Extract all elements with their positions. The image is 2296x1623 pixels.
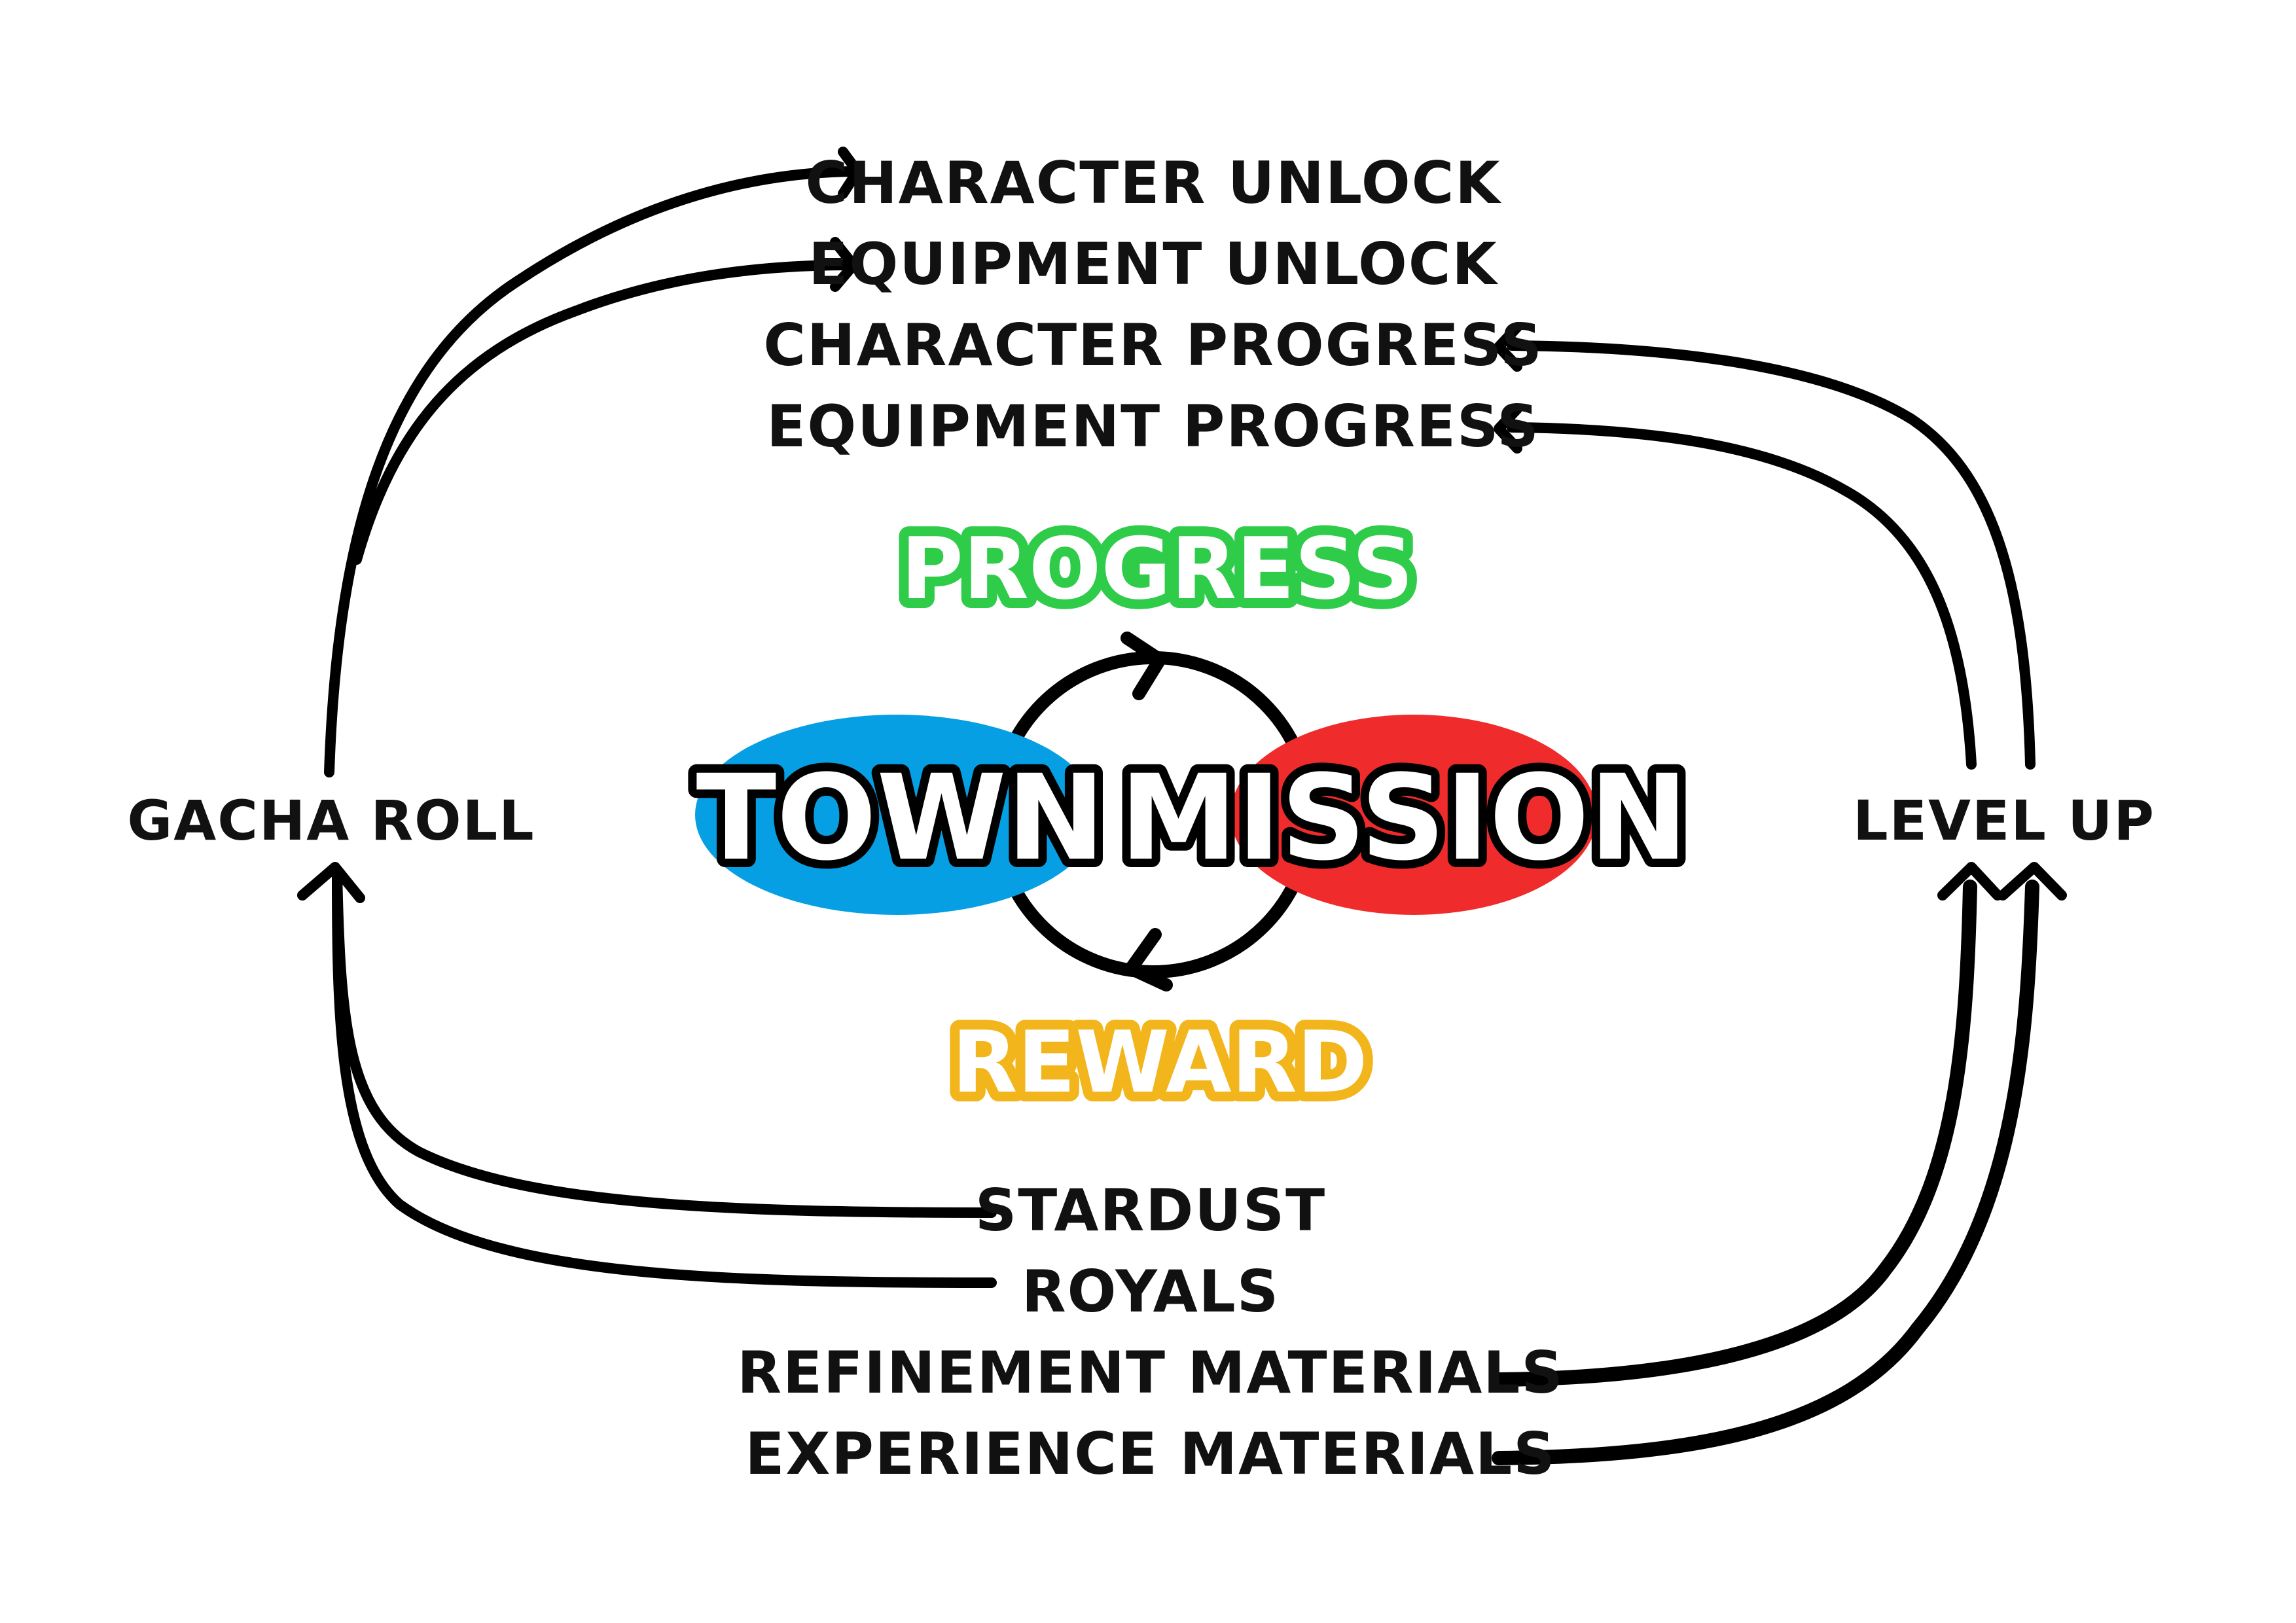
town-label: TOWN (696, 750, 1105, 887)
arrow-royals-to-gacha (332, 872, 997, 1288)
reward-item: ROYALS (1022, 1258, 1280, 1325)
arrow-refinement-to-levelup (1492, 880, 1977, 1387)
core-loop: TOWN MISSION PROGRESS REWARD (688, 509, 1696, 1122)
outcome-item: CHARACTER UNLOCK (806, 149, 1502, 217)
mission-label: MISSION (1120, 750, 1688, 887)
arrow-gacha-to-character-unlock (324, 166, 856, 777)
level-up-label: LEVEL UP (1853, 789, 2155, 853)
reward-item: EXPERIENCE MATERIALS (745, 1420, 1556, 1488)
flow-arrows (297, 147, 2067, 1465)
arrowhead-levelup-left (1937, 862, 2003, 901)
loop-arrowhead-top (1121, 632, 1166, 700)
reward-item: REFINEMENT MATERIALS (737, 1339, 1564, 1406)
arrowhead-character-progress (1494, 322, 1522, 372)
outcomes-list: CHARACTER UNLOCK EQUIPMENT UNLOCK CHARAC… (763, 149, 1543, 460)
arrowhead-equipment-unlock (830, 237, 859, 292)
town-ellipse (695, 715, 1098, 915)
arrow-gacha-to-equipment-unlock (351, 260, 856, 565)
arrowhead-character-unlock (838, 147, 863, 199)
arrowhead-equipment-progress (1494, 404, 1522, 454)
loop-arrowhead-bottom (1124, 928, 1173, 991)
progress-label: PROGRESS (901, 519, 1414, 618)
mission-ellipse (1230, 715, 1597, 915)
arrow-stardust-to-gacha (332, 868, 997, 1218)
outcome-item: EQUIPMENT PROGRESS (766, 393, 1540, 460)
arrow-levelup-to-equipment-progress (1507, 422, 1977, 770)
arrow-experience-to-levelup (1492, 880, 2039, 1465)
arrowhead-levelup-right (1998, 862, 2067, 901)
gacha-roll-label: GACHA ROLL (127, 789, 535, 853)
rewards-list: STARDUST ROYALS REFINEMENT MATERIALS EXP… (737, 1177, 1564, 1488)
arrowhead-gacha-roll (297, 862, 365, 903)
reward-item: STARDUST (975, 1177, 1326, 1244)
arrow-levelup-to-character-progress (1507, 340, 2036, 770)
outcome-item: CHARACTER PROGRESS (763, 312, 1543, 379)
reward-label: REWARD (952, 1012, 1367, 1112)
outcome-item: EQUIPMENT UNLOCK (808, 230, 1498, 298)
